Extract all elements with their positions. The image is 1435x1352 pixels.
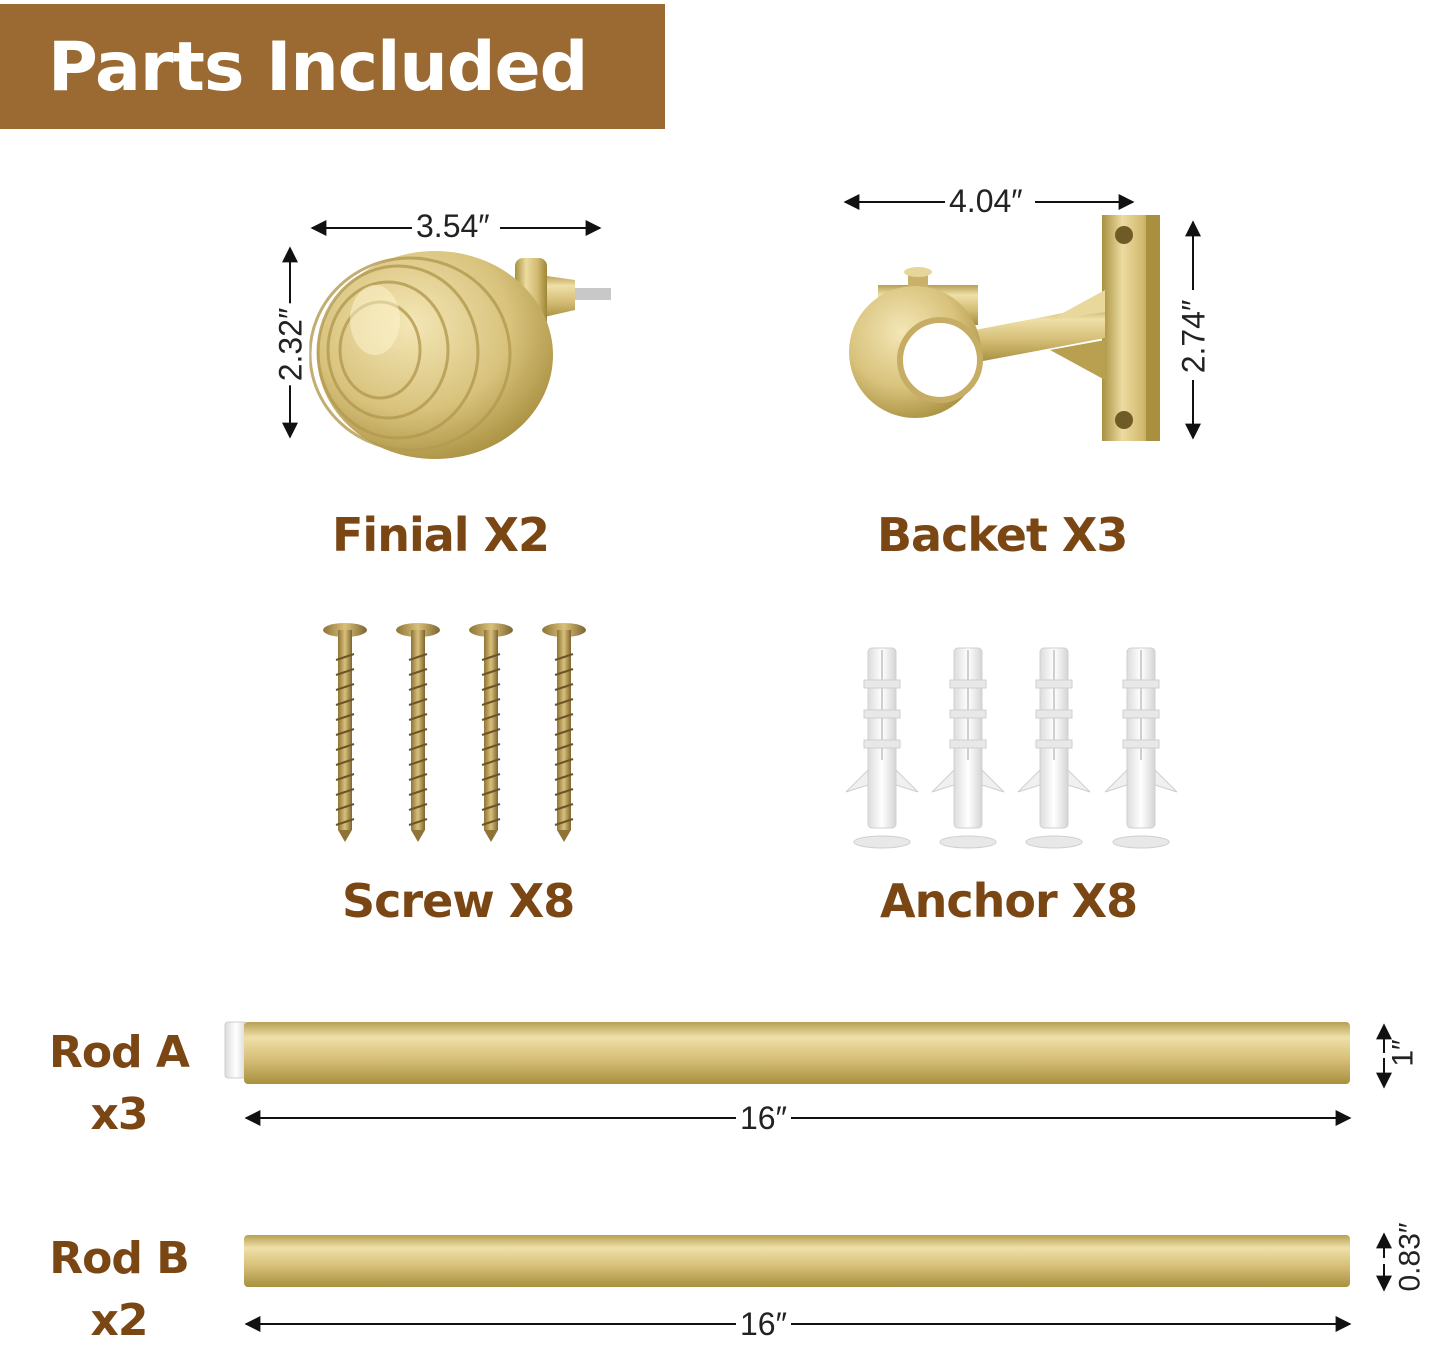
bracket-height-label: 2.74″ (1175, 295, 1213, 378)
screw-2 (396, 623, 440, 842)
screw-1 (323, 623, 367, 842)
anchor-2 (931, 647, 1005, 849)
anchor-label: Anchor X8 (880, 874, 1138, 928)
rod-a-qty: x3 (90, 1089, 149, 1140)
rod-a-image (224, 1021, 1350, 1084)
parts-included-banner: Parts Included (0, 4, 665, 129)
finial-threaded-stud (575, 288, 611, 300)
screw-3 (469, 623, 513, 842)
rod-b-diameter-label: 0.83″ (1393, 1222, 1427, 1292)
anchors-image (845, 647, 1178, 849)
rod-b-label: Rod B x2 (45, 1228, 193, 1352)
rod-b-qty: x2 (90, 1295, 149, 1346)
rod-b-name: Rod B (49, 1233, 189, 1284)
screws-image (323, 623, 586, 842)
screw-4 (542, 623, 586, 842)
rod-a-label: Rod A x3 (45, 1022, 193, 1146)
rod-b-length-label: 16″ (736, 1306, 791, 1343)
rod-a-length-label: 16″ (736, 1100, 791, 1137)
bracket-width-label: 4.04″ (945, 183, 1027, 220)
finial-height-label: 2.32″ (272, 303, 310, 386)
anchor-3 (1017, 647, 1091, 849)
anchor-4 (1104, 647, 1178, 849)
finial-width-label: 3.54″ (412, 208, 494, 245)
anchor-1 (845, 647, 919, 849)
rod-a-name: Rod A (49, 1027, 190, 1078)
bracket-label: Backet X3 (877, 508, 1128, 562)
bracket-image (849, 215, 1160, 441)
screw-label: Screw X8 (342, 874, 575, 928)
rod-b-image (244, 1235, 1350, 1287)
banner-title: Parts Included (48, 28, 588, 107)
rod-a-diameter-label: 1″ (1386, 1039, 1420, 1067)
finial-image (308, 251, 611, 459)
finial-label: Finial X2 (332, 508, 550, 562)
